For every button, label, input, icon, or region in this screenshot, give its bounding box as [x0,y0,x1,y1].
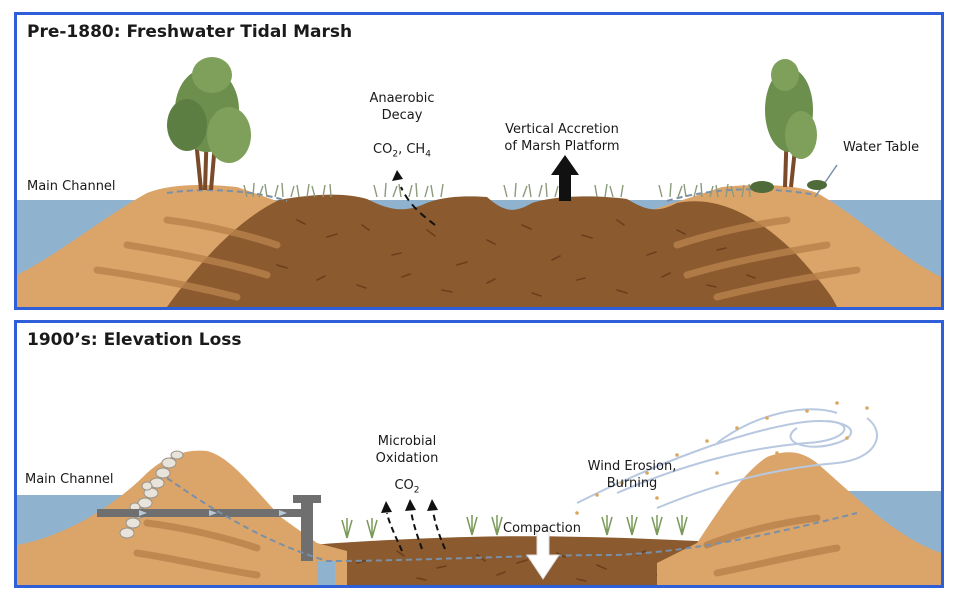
label-decay-line1: Anaerobic [369,91,435,106]
marsh-cross-section-bottom [17,401,941,585]
levee-streaks-bottom [133,514,841,579]
label-anaerobic-decay: Anaerobic Decay [357,90,447,124]
wind-swirls [576,408,878,509]
oxidation-arrowheads [381,499,438,513]
tree-right [765,59,817,188]
water-table-line-bottom [166,477,858,563]
label-main-channel-top: Main Channel [27,179,116,194]
shrubs [750,180,827,193]
wind-particles [575,401,869,515]
label-oxidation-line2: Oxidation [375,451,439,466]
label-accretion-line2: of Marsh Platform [504,139,620,154]
label-water-table: Water Table [843,140,920,155]
marsh-grass [243,182,751,198]
accretion-arrow [551,155,579,201]
levee-streaks-right [673,216,861,301]
water-table-line-right [666,188,818,202]
panel-pre-1880: Pre-1880: Freshwater Tidal Marsh Main Ch… [14,12,944,310]
compaction-arrow [526,526,560,580]
peat-platform [167,194,837,307]
decay-path [400,186,436,226]
label-vertical-accretion: Vertical Accretion of Marsh Platform [487,121,637,155]
label-compaction: Compaction [503,521,581,536]
label-oxidation-line1: Microbial [377,434,437,449]
panel-title-top: Pre-1880: Freshwater Tidal Marsh [27,22,353,42]
label-gases: CO2, CH4 [347,141,457,164]
left-levee-bottom [17,450,347,585]
drainage-pipe [97,495,321,561]
label-decay-line2: Decay [381,108,423,123]
label-wind-line1: Wind Erosion, [587,459,677,474]
water-table-line-left [166,189,288,202]
water-table-pointer [814,164,838,198]
panel-title-bottom: 1900’s: Elevation Loss [27,330,242,350]
crops [341,515,688,539]
decay-arrowhead [392,170,403,181]
label-wind-erosion: Wind Erosion, Burning [572,458,692,492]
label-accretion-line1: Vertical Accretion [505,122,619,137]
oxidation-paths [386,510,446,552]
gas-co2-bottom-sub: 2 [413,485,420,496]
ditch-water [317,561,335,585]
levee-streaks-left [93,216,281,301]
panel-1900s: 1900’s: Elevation Loss Main Channel Micr… [14,320,944,588]
gas-co2-sub: 2 [392,149,399,160]
tree-left [167,57,251,191]
label-wind-line2: Burning [606,476,658,491]
gas-separator: , CH [398,142,426,157]
label-co2-bottom: CO2 [377,477,437,500]
gas-ch4-sub: 4 [425,149,431,160]
peat-texture [276,219,756,297]
gas-co2-bottom: CO [394,478,414,493]
label-microbial-oxidation: Microbial Oxidation [362,433,452,467]
label-main-channel-bottom: Main Channel [25,472,114,487]
marsh-cross-section-top [17,57,941,307]
gas-co2: CO [373,142,393,157]
